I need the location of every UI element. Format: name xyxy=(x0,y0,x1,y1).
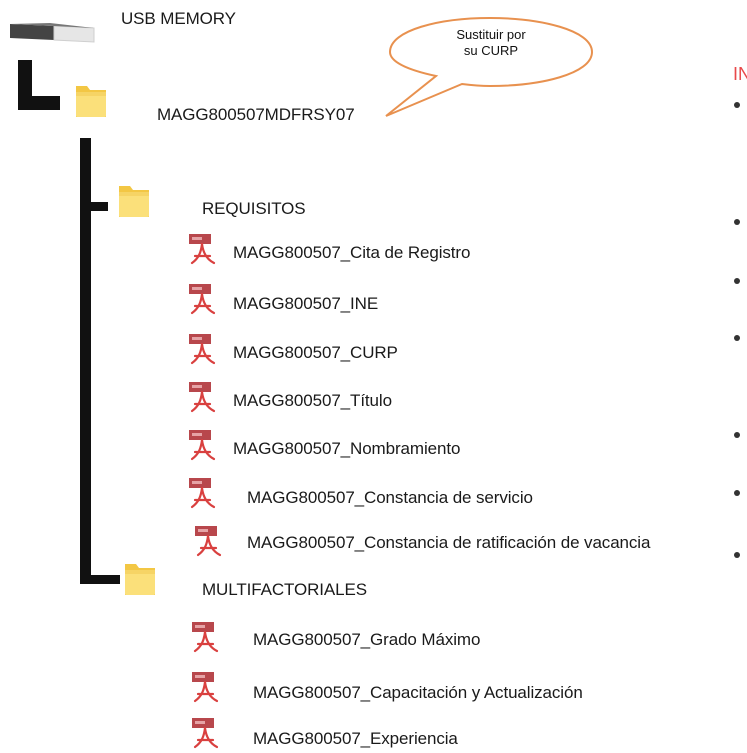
pdf-file-icon[interactable] xyxy=(190,716,220,750)
callout-line-1: Sustituir por xyxy=(456,27,526,42)
callout-line-2: su CURP xyxy=(463,43,519,58)
folder-icon[interactable] xyxy=(122,558,158,598)
file-cita-registro[interactable]: MAGG800507_Cita de Registro xyxy=(233,243,471,262)
pdf-file-icon[interactable] xyxy=(187,428,217,462)
tree-branch-requisitos xyxy=(86,202,108,211)
file-grado-maximo[interactable]: MAGG800507_Grado Máximo xyxy=(253,630,481,649)
file-nombramiento[interactable]: MAGG800507_Nombramiento xyxy=(233,439,461,458)
side-panel-title: IN xyxy=(733,64,747,84)
pdf-file-icon[interactable] xyxy=(187,282,217,316)
bullet-icon xyxy=(734,335,740,341)
bullet-icon xyxy=(734,552,740,558)
file-constancia-servicio[interactable]: MAGG800507_Constancia de servicio xyxy=(247,488,533,507)
file-capacitacion[interactable]: MAGG800507_Capacitación y Actualización xyxy=(253,683,583,702)
root-label[interactable]: USB MEMORY xyxy=(121,9,236,28)
file-curp[interactable]: MAGG800507_CURP xyxy=(233,343,398,362)
requisitos-folder-label[interactable]: REQUISITOS xyxy=(202,199,306,218)
pdf-file-icon[interactable] xyxy=(190,670,220,704)
bullet-icon xyxy=(734,278,740,284)
bullet-icon xyxy=(734,432,740,438)
callout-text: Sustituir por su CURP xyxy=(405,27,577,59)
folder-icon[interactable] xyxy=(116,180,152,220)
tree-branch-multifactoriales xyxy=(86,575,120,584)
usb-drive-icon xyxy=(10,23,95,43)
user-folder-label[interactable]: MAGG800507MDFRSY07 xyxy=(157,105,355,124)
bullet-icon xyxy=(734,490,740,496)
file-experiencia[interactable]: MAGG800507_Experiencia xyxy=(253,729,458,748)
pdf-file-icon[interactable] xyxy=(190,620,220,654)
tree-connector xyxy=(18,96,60,110)
speech-bubble-icon xyxy=(385,16,594,117)
tree-trunk xyxy=(80,138,91,584)
folder-icon[interactable] xyxy=(73,80,109,120)
pdf-file-icon[interactable] xyxy=(187,476,217,510)
multifactoriales-folder-label[interactable]: MULTIFACTORIALES xyxy=(202,580,367,599)
bullet-icon xyxy=(734,219,740,225)
pdf-file-icon[interactable] xyxy=(187,232,217,266)
pdf-file-icon[interactable] xyxy=(187,380,217,414)
file-titulo[interactable]: MAGG800507_Título xyxy=(233,391,392,410)
pdf-file-icon[interactable] xyxy=(193,524,223,558)
bullet-icon xyxy=(734,102,740,108)
file-constancia-ratificacion[interactable]: MAGG800507_Constancia de ratificación de… xyxy=(247,533,651,552)
file-ine[interactable]: MAGG800507_INE xyxy=(233,294,379,313)
pdf-file-icon[interactable] xyxy=(187,332,217,366)
